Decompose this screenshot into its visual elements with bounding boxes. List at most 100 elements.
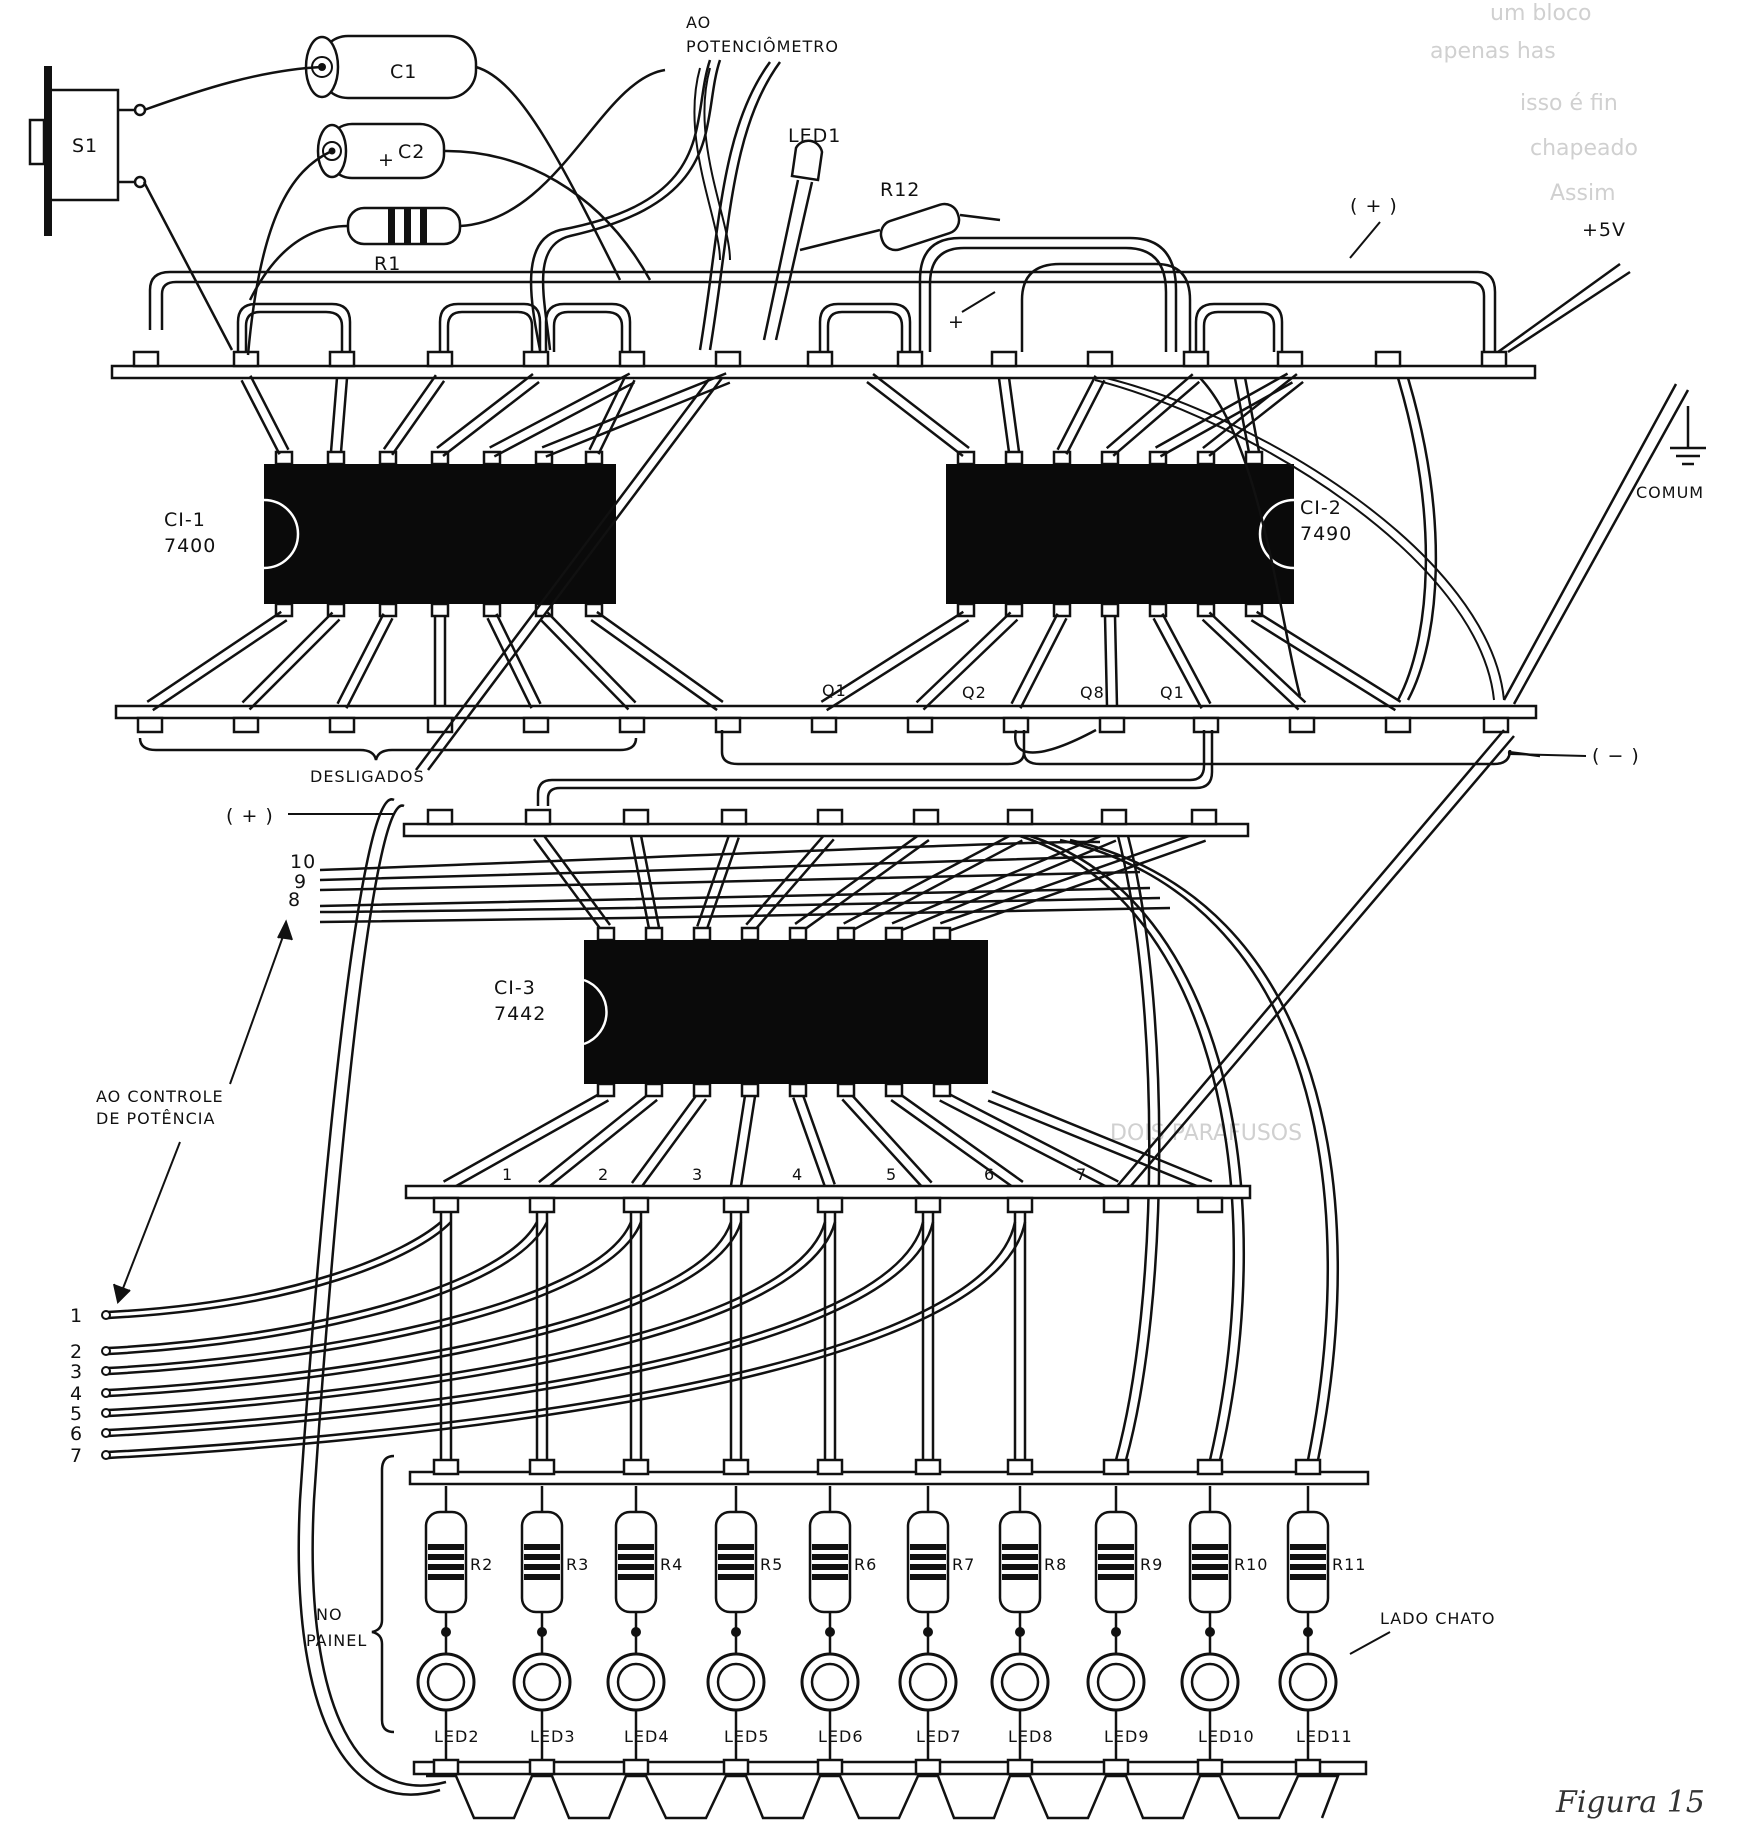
chip-pin <box>932 926 952 942</box>
lead-wire <box>489 372 631 449</box>
output-label-3: 3 <box>692 1165 703 1184</box>
output-label-1: 1 <box>502 1165 513 1184</box>
resistor-band <box>1002 1564 1038 1570</box>
dot-icon <box>631 1627 641 1637</box>
resistor-band <box>910 1574 946 1580</box>
terminal-pin <box>1276 350 1304 368</box>
control-line-label-3: 3 <box>70 1361 83 1383</box>
terminal-pin <box>722 1196 750 1214</box>
led-label: LED11 <box>1296 1727 1353 1746</box>
control-line <box>107 1221 837 1418</box>
led-label: LED6 <box>818 1727 864 1746</box>
control-line <box>107 1221 539 1350</box>
dot-icon <box>825 1627 835 1637</box>
terminal-pin <box>618 716 646 734</box>
control-wires-10-9-8 <box>319 840 1171 924</box>
led-label: LED7 <box>916 1727 962 1746</box>
chip-pin <box>1004 450 1024 466</box>
terminal-pin <box>622 1196 650 1214</box>
led-label: LED5 <box>724 1727 770 1746</box>
lead-wire <box>541 832 612 926</box>
terminal-pin <box>524 808 552 826</box>
led-lens <box>716 1662 756 1702</box>
control-line-label-2: 2 <box>70 1341 83 1363</box>
resistor-label: R2 <box>470 1555 493 1574</box>
terminal-pin <box>1374 350 1402 368</box>
led-label: LED10 <box>1198 1727 1255 1746</box>
lead-wire <box>1202 373 1298 450</box>
bleed-text: DOIS PARAFUSOS <box>1110 1121 1302 1146</box>
terminal-pin <box>426 808 454 826</box>
arrow-icon <box>1349 221 1381 259</box>
output-label-q8: Q8 <box>1080 683 1105 702</box>
chip-pin <box>740 1082 760 1098</box>
control-line-label-7: 7 <box>70 1445 83 1467</box>
lead-wire <box>872 373 970 450</box>
lead-wire <box>1243 376 1261 452</box>
bleed-text: apenas has <box>1430 39 1556 64</box>
lead-wire <box>866 380 964 457</box>
lead-wire <box>1019 617 1068 709</box>
output-label-6: 6 <box>984 1165 995 1184</box>
led-icon <box>762 139 824 341</box>
terminal-pin <box>1002 716 1030 734</box>
lead-wire <box>991 1090 1213 1183</box>
dot-icon <box>537 1627 547 1637</box>
resistor-band <box>718 1544 754 1550</box>
lead-wires <box>146 372 1402 1461</box>
terminal-pin <box>1182 350 1210 368</box>
terminal-pin <box>912 808 940 826</box>
lead-wire <box>1105 373 1194 450</box>
arrow-icon <box>961 291 996 313</box>
chip-pin <box>644 926 664 942</box>
lead-wire <box>241 611 334 704</box>
resistor-label: R8 <box>1044 1555 1067 1574</box>
minus-label: ( − ) <box>1592 745 1640 767</box>
top-bus-wires <box>148 236 1631 354</box>
lead-wire <box>447 1099 610 1192</box>
dot-icon <box>1303 1627 1313 1637</box>
terminal-pin <box>714 350 742 368</box>
lead-wire <box>1010 613 1059 705</box>
terminal-pin <box>1288 716 1316 734</box>
terminal-pin <box>1006 808 1034 826</box>
terminal-pin <box>816 1758 844 1776</box>
terminal-pin <box>816 808 844 826</box>
lead-wire <box>922 618 1019 711</box>
chip-pin <box>1100 602 1120 618</box>
led-lens <box>1190 1662 1230 1702</box>
chip-pin <box>596 926 616 942</box>
bracket-icon <box>371 1454 395 1734</box>
terminal-pin <box>806 350 834 368</box>
lead-wire <box>495 613 542 705</box>
wire-end <box>101 1450 111 1460</box>
lead-wire <box>1255 610 1402 703</box>
lead-wire <box>1056 375 1097 451</box>
control-line-label-4: 4 <box>70 1383 83 1405</box>
control-line <box>107 1221 1017 1454</box>
lead-wire <box>987 1099 1209 1192</box>
lead-wire <box>538 1091 652 1184</box>
output-label-2: 2 <box>598 1165 609 1184</box>
lead-wire <box>739 1096 757 1187</box>
lead-wire <box>890 1099 1018 1192</box>
lead-wire <box>544 1098 658 1191</box>
dot-icon <box>1111 1627 1121 1637</box>
panel-label-line1: NO <box>316 1605 343 1624</box>
resistor-band <box>718 1554 754 1560</box>
resistor-band <box>524 1564 560 1570</box>
dot-icon <box>923 1627 933 1637</box>
terminal-pin <box>1196 1458 1224 1476</box>
ic3-chip <box>583 926 988 1098</box>
lead-wire <box>820 610 964 703</box>
resistor-band <box>1192 1554 1228 1560</box>
r12-label: R12 <box>880 179 920 201</box>
output-label-q1b: Q1 <box>1160 683 1185 702</box>
panel-label-line2: PAINEL <box>306 1631 367 1650</box>
led-label: LED4 <box>624 1727 670 1746</box>
lead-wire <box>1059 838 1330 1461</box>
resistor-band <box>718 1564 754 1570</box>
terminal-pin <box>1102 1458 1130 1476</box>
chip-pin <box>692 926 712 942</box>
